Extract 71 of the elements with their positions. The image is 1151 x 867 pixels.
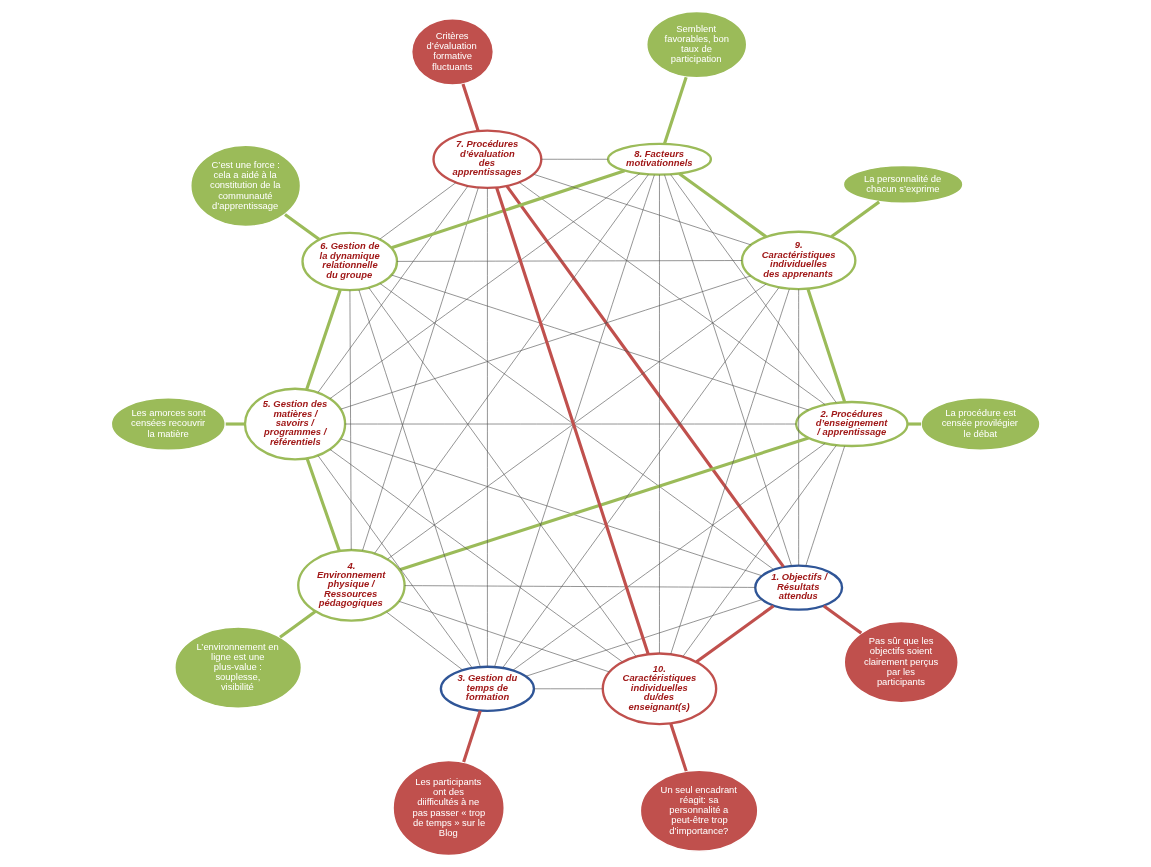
connector (659, 174, 660, 654)
connector (670, 288, 790, 655)
connector (398, 601, 610, 673)
connector (462, 710, 482, 763)
connector (305, 458, 341, 552)
connector (512, 443, 826, 671)
node-ellipse: 3. Gestion du temps de formation (439, 665, 536, 712)
connector (805, 445, 845, 566)
connector (329, 449, 623, 663)
connector (362, 187, 479, 551)
node-ellipse: Les amorces sont censées recouvrir la matière (110, 396, 227, 452)
node-ellipse: 9. Caractéristiques individuelles des apprenants (740, 230, 857, 291)
connector (505, 185, 785, 568)
connector (404, 585, 756, 588)
connector (329, 173, 640, 399)
node-ellipse: Pas sûr que les objectifs soient clairement perçus par les participants (843, 620, 959, 704)
node-ellipse: L’environnement en ligne est une plus-value : souplesse, visibilité (174, 626, 303, 709)
connector (349, 290, 352, 551)
node-ellipse: Un seul encadrant réagit: sa personnalité a peut-être trop d’importance? (639, 769, 759, 853)
connector (225, 422, 245, 426)
connector (806, 288, 847, 403)
connector (682, 445, 837, 657)
node-ellipse: La personnalité de chacun s’exprime (842, 164, 964, 205)
connector (391, 169, 626, 250)
node-ellipse: 8. Facteurs motivationnels (606, 142, 713, 176)
node-ellipse: Semblent favorables, bon taux de participation (645, 10, 748, 79)
connector (525, 599, 763, 677)
connector (344, 423, 797, 425)
connector (279, 610, 317, 639)
node-ellipse: 6. Gestion de la dynamique relationnelle du groupe (301, 231, 399, 292)
connector (317, 455, 473, 669)
connector (670, 174, 837, 403)
connector (340, 438, 763, 577)
connector (907, 422, 922, 426)
connector (284, 213, 321, 241)
connector (487, 187, 488, 667)
connector (678, 172, 768, 238)
connector (798, 288, 799, 566)
connector (386, 611, 463, 671)
connector (399, 436, 809, 572)
connector (822, 604, 863, 635)
connector (391, 274, 809, 411)
connector (519, 182, 826, 405)
connector (830, 200, 881, 238)
node-ellipse: La procédure est censée provilégier le débat (920, 396, 1041, 452)
connector (340, 275, 751, 410)
connector (396, 260, 743, 262)
connector (374, 174, 649, 554)
node-ellipse: Les participants ont des diifficultés à ne pas passer « trop de temps » sur le Blog (392, 759, 506, 857)
connector (358, 289, 481, 668)
connector (317, 185, 469, 393)
connector (461, 83, 480, 132)
connector (502, 287, 780, 668)
node-ellipse: Critères d’évaluation formative fluctuants (410, 17, 495, 86)
connector (541, 158, 609, 160)
node-ellipse: C’est une force : cela a aidé à la constitution de la communauté d’apprentissage (189, 144, 302, 228)
connector (305, 289, 342, 390)
node-ellipse: 4. Environnement physique / Ressources pédagogiques (297, 548, 406, 622)
connector (533, 173, 752, 246)
connector (379, 182, 457, 240)
connector (664, 174, 792, 566)
connector (663, 76, 688, 145)
connector (368, 287, 637, 657)
node-ellipse: 5. Gestion des matières / savoirs / programmes / référentiels (243, 387, 347, 461)
node-ellipse: 10. Caractéristiques individuelles du/des enseignant(s) (601, 652, 718, 726)
connector (695, 604, 775, 664)
connector (669, 723, 688, 772)
node-ellipse: 7. Procédures d’évaluation des apprentissages (432, 129, 543, 190)
node-ellipse: 2. Procédures d’enseignement / apprentissage (795, 400, 909, 448)
node-ellipse: 1. Objectifs / Résultats attendus (754, 564, 844, 611)
connector (533, 688, 603, 690)
